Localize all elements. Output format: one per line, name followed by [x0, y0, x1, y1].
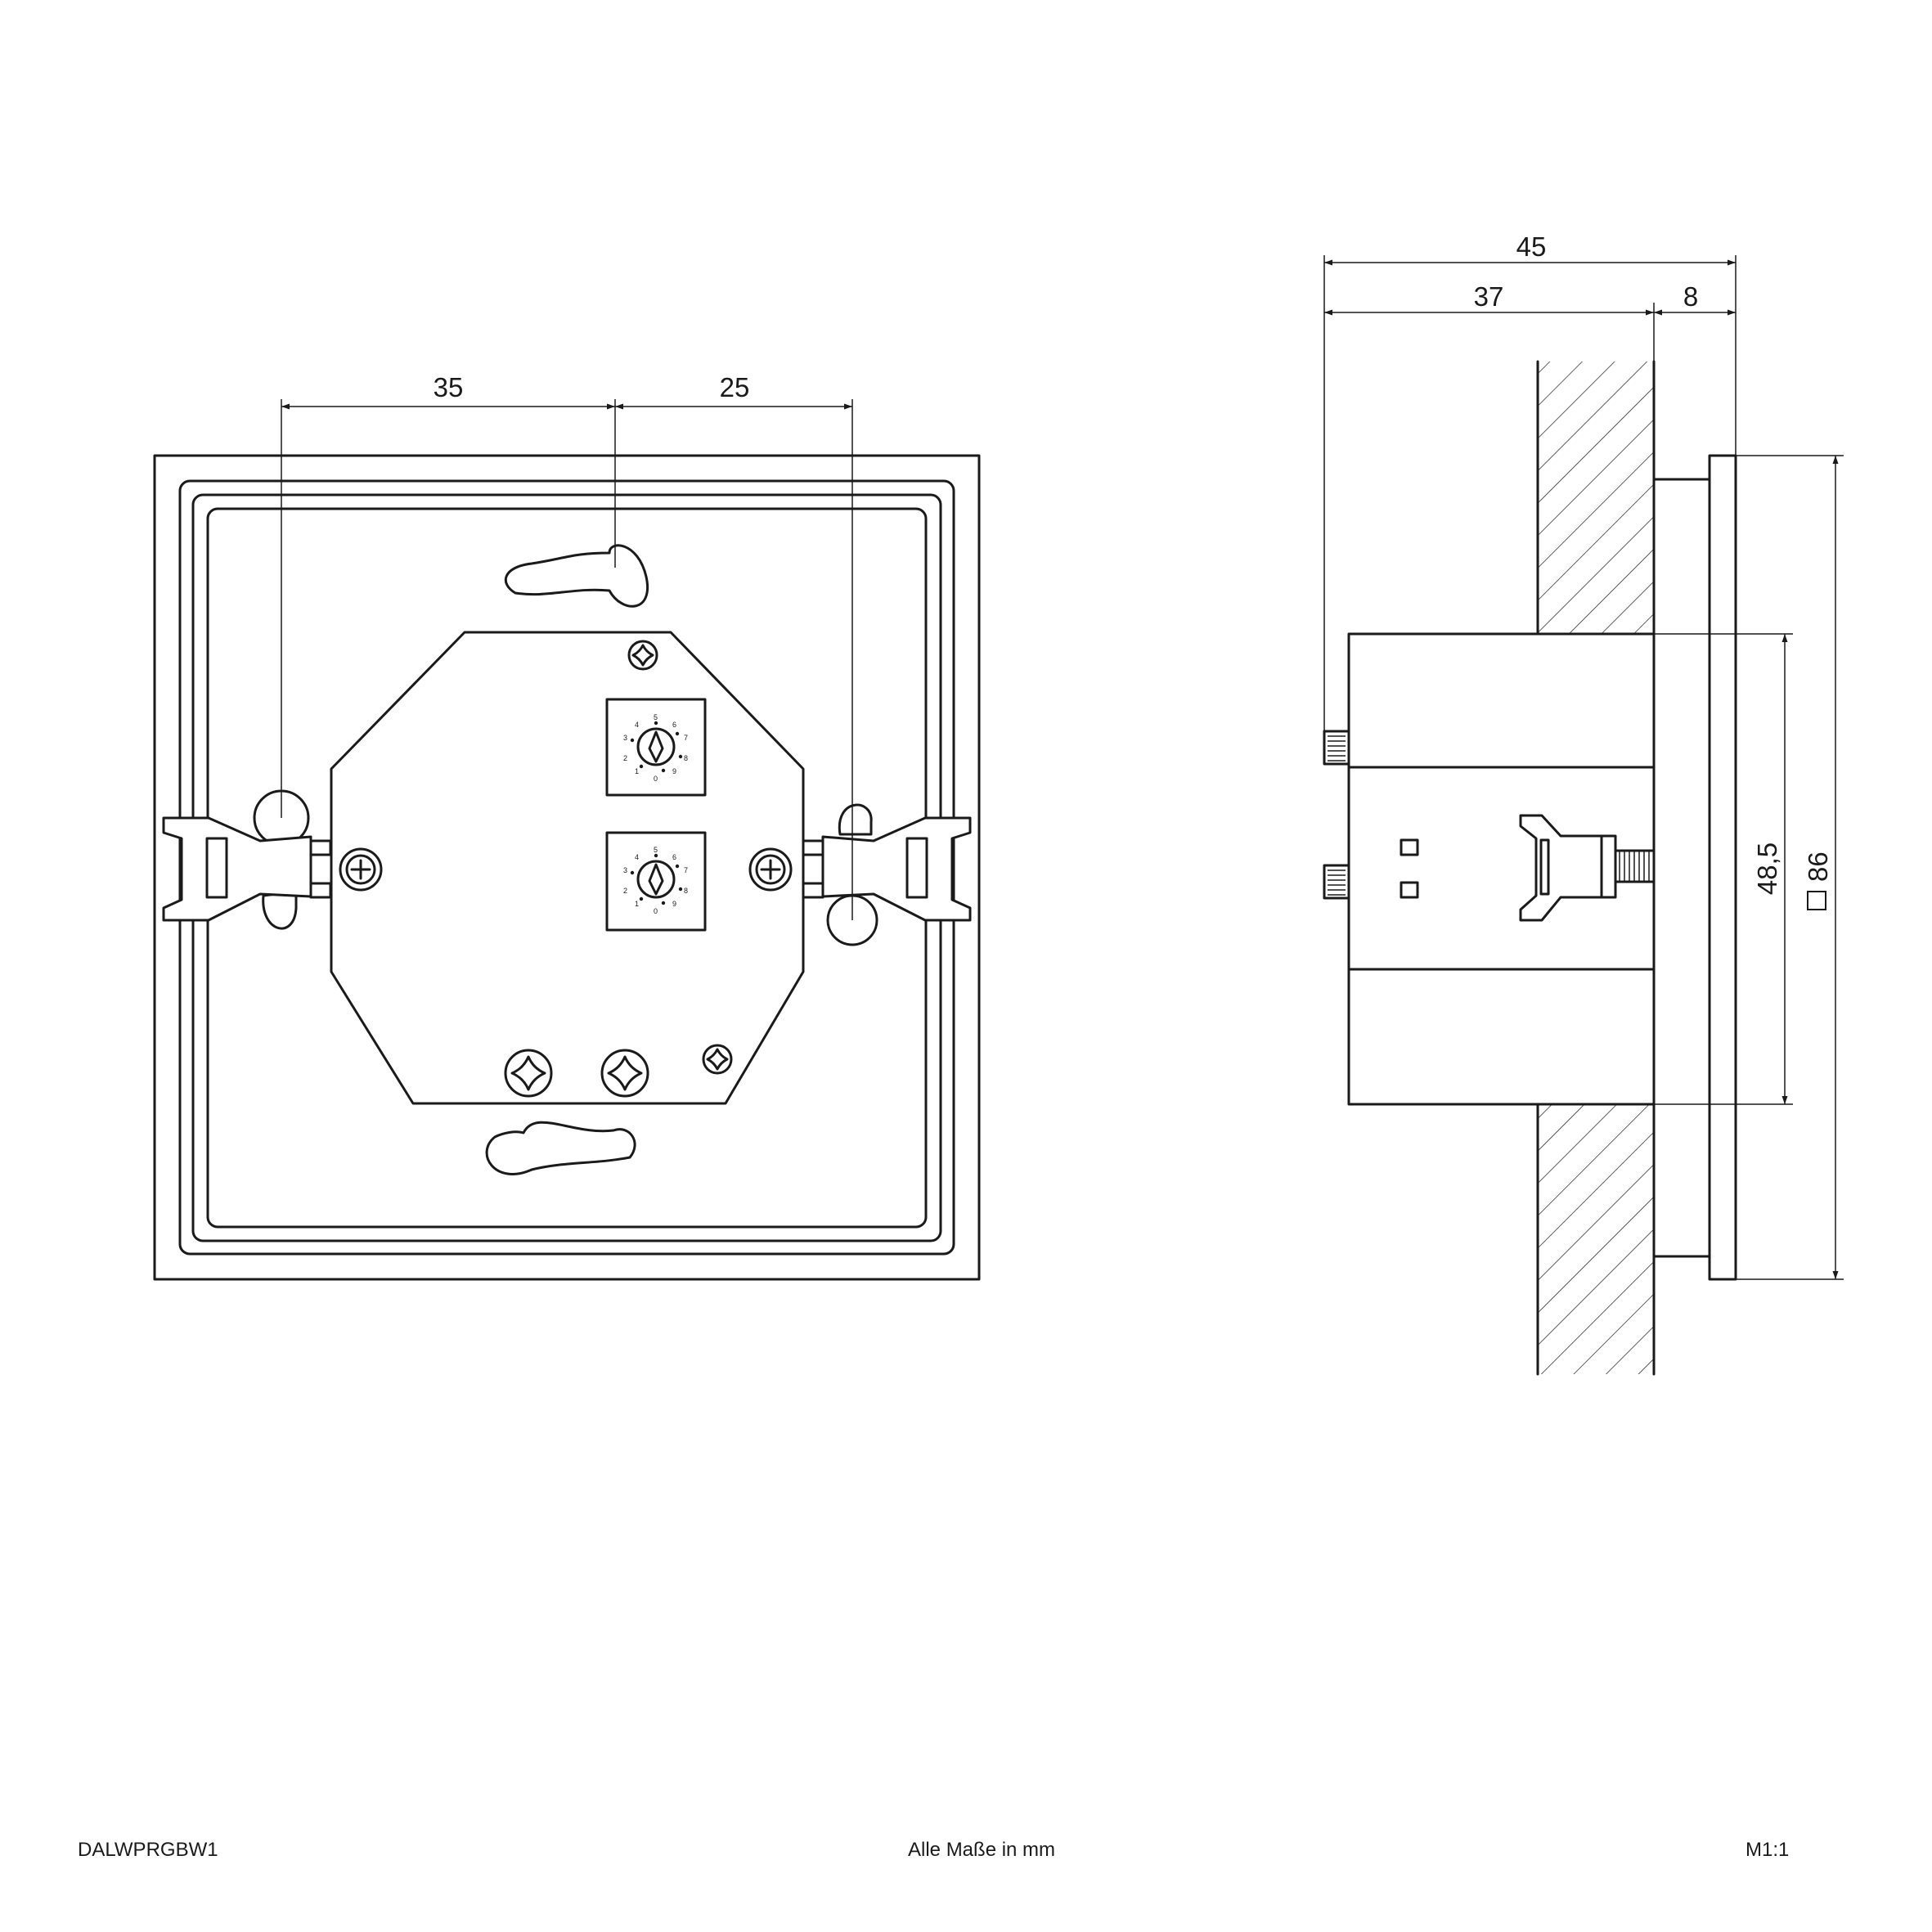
terminal-screw-bottom-2-icon	[600, 1049, 649, 1098]
switch2-dial-1: 1	[635, 900, 639, 908]
dimension-label-45: 45	[1516, 231, 1547, 262]
units-note: Alle Maße in mm	[908, 1839, 1056, 1861]
product-code: DALWPRGBW1	[78, 1839, 218, 1861]
switch1-dial-3: 3	[623, 734, 627, 742]
switch2-dial-0: 0	[654, 907, 658, 915]
switch2-dial-5: 5	[654, 846, 658, 854]
switch2-dial-2: 2	[623, 887, 627, 895]
cover-frame-side	[1652, 478, 1711, 1258]
dimension-label-37: 37	[1474, 281, 1504, 312]
phillips-screw-right-icon	[748, 847, 793, 892]
switch2-dial-7: 7	[684, 866, 688, 874]
keyhole-slot-top	[505, 544, 649, 608]
dimension-label-86: 86	[1803, 851, 1833, 882]
scale-label: M1:1	[1746, 1839, 1790, 1861]
dimension-label-8: 8	[1683, 281, 1698, 312]
switch1-dial-9: 9	[672, 767, 676, 775]
switch1-dial-2: 2	[623, 754, 627, 762]
switch1-dial-0: 0	[654, 775, 658, 783]
clamp-clip-left	[162, 816, 332, 922]
square-symbol-icon	[1807, 891, 1826, 910]
switch2-dial-4: 4	[635, 853, 639, 861]
terminal-screw-bottom-1-icon	[504, 1049, 553, 1098]
switch1-dial-6: 6	[672, 721, 676, 729]
switch1-dial-4: 4	[635, 721, 639, 729]
dimension-label-35: 35	[434, 372, 464, 402]
keyhole-slot-bottom	[485, 1121, 636, 1175]
clamp-clip-right	[802, 816, 972, 922]
dimension-label-48-5: 48,5	[1752, 842, 1782, 895]
side-view: 45 37 8 48,5 86	[1323, 231, 1844, 1376]
rotary-address-switch-1: 5 6 7 8 9 0 1 2 3 4	[605, 698, 707, 797]
terminal-knob-bottom	[1323, 864, 1350, 900]
mounting-hole-right-top	[838, 803, 873, 836]
switch1-dial-5: 5	[654, 713, 658, 721]
phillips-screw-left-icon	[339, 847, 383, 892]
switch2-dial-9: 9	[672, 900, 676, 908]
clamp-clip-side	[1519, 814, 1656, 922]
switch1-dial-1: 1	[635, 767, 639, 775]
switch2-dial-8: 8	[684, 887, 688, 895]
switch2-dial-3: 3	[623, 866, 627, 874]
switch1-dial-7: 7	[684, 734, 688, 742]
wall-section-bottom	[1538, 1104, 1654, 1374]
dimension-label-25: 25	[720, 372, 750, 402]
switch1-dial-8: 8	[684, 754, 688, 762]
terminal-screw-top-icon	[627, 640, 658, 671]
rotary-address-switch-2: 5 6 7 8 9 0 1 2 3 4	[605, 831, 707, 932]
front-view: 5 6 7 8 9 0 1 2 3 4 5 6 7 8 9 0	[153, 372, 981, 1281]
cover-frame-inner-1	[178, 479, 955, 1256]
cover-plate-side	[1708, 454, 1737, 1281]
terminal-screw-bottom-3-icon	[702, 1044, 733, 1075]
octagonal-module-plate	[330, 631, 805, 1105]
indicator-window-bottom	[1400, 881, 1419, 899]
terminal-knob-top	[1323, 730, 1350, 766]
switch2-dial-6: 6	[672, 853, 676, 861]
wall-section-top	[1538, 362, 1654, 634]
indicator-window-top	[1400, 838, 1419, 856]
cover-frame-outer	[153, 454, 981, 1281]
mounting-hole-left-bottom	[262, 890, 298, 930]
